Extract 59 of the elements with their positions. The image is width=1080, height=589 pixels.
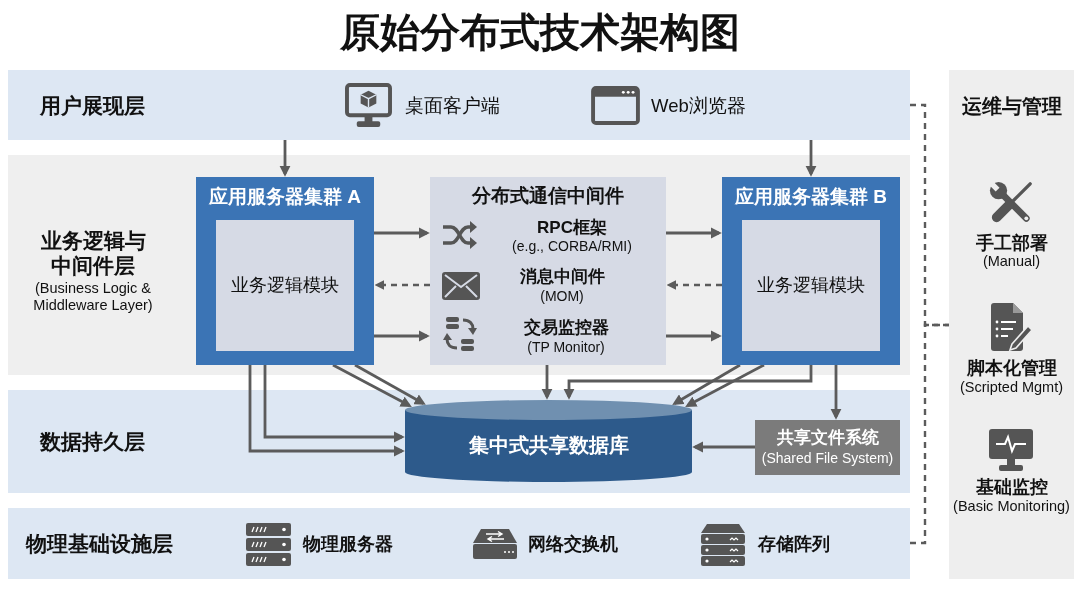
layer-heading: 数据持久层 (40, 429, 145, 455)
item-subtitle: (MOM) (540, 287, 584, 305)
item-title: RPC框架 (537, 217, 607, 239)
panel-heading: 运维与管理 (961, 94, 1062, 118)
item-subtitle: (Basic Monitoring) (953, 498, 1070, 516)
layer-heading: 用户展现层 (40, 93, 145, 119)
arrow (692, 441, 755, 453)
dashed-arrow (374, 280, 430, 290)
arrow (685, 363, 765, 407)
layer-subheading: (Business Logic & Middleware Layer) (32, 279, 154, 315)
item-title: 消息中间件 (519, 266, 605, 288)
layer-band (8, 70, 910, 140)
arrow (354, 363, 426, 405)
diagram-title: 原始分布式技术架构图 (340, 9, 740, 55)
side-panel (949, 70, 1074, 579)
item-label: 网络交换机 (528, 533, 618, 555)
layer-heading: 物理基础设施层 (26, 531, 173, 557)
arrow (563, 365, 813, 400)
box-heading: 应用服务器集群 A (209, 185, 361, 209)
arrow (374, 330, 430, 342)
layer-heading: 业务逻辑与中间件层 (39, 227, 147, 279)
box-subtitle: (Shared File System) (761, 449, 894, 467)
item-title: 脚本化管理 (966, 357, 1057, 379)
item-subtitle: (TP Monitor) (527, 338, 605, 356)
arrow (672, 363, 741, 405)
arrow (830, 365, 842, 420)
layer-band (8, 508, 910, 579)
dashed-arrow (666, 280, 722, 290)
module-box: 业务逻辑模块 (742, 220, 880, 351)
arrow (805, 140, 817, 177)
arrow (666, 227, 722, 239)
arrow (279, 140, 291, 177)
arrow (541, 365, 553, 400)
item-label: 物理服务器 (303, 533, 393, 555)
server-cluster-box (722, 177, 900, 365)
item-subtitle: (Manual) (982, 253, 1041, 271)
item-label: Web浏览器 (651, 94, 746, 118)
arrow (332, 363, 412, 407)
file-system-box (755, 420, 900, 475)
dashed-line (910, 323, 949, 545)
box-title: 共享文件系统 (776, 427, 879, 449)
item-title: 基础监控 (975, 476, 1048, 498)
item-title: 交易监控器 (523, 317, 609, 339)
server-cluster-box (196, 177, 374, 365)
arrow (263, 365, 405, 443)
item-label: 存储阵列 (758, 533, 830, 555)
module-box: 业务逻辑模块 (216, 220, 354, 351)
arrow (248, 365, 405, 457)
item-label: 桌面客户端 (405, 94, 500, 118)
item-subtitle: (Scripted Mgmt) (959, 379, 1064, 397)
layer-band (8, 155, 910, 375)
box-heading: 应用服务器集群 B (735, 185, 887, 209)
item-title: 手工部署 (975, 232, 1048, 254)
arrow (374, 227, 430, 239)
box-heading: 分布式通信中间件 (472, 184, 624, 208)
arrow (666, 330, 722, 342)
layer-band (8, 390, 910, 493)
middleware-box (430, 177, 666, 365)
item-subtitle: (e.g., CORBA/RMI) (512, 237, 632, 255)
